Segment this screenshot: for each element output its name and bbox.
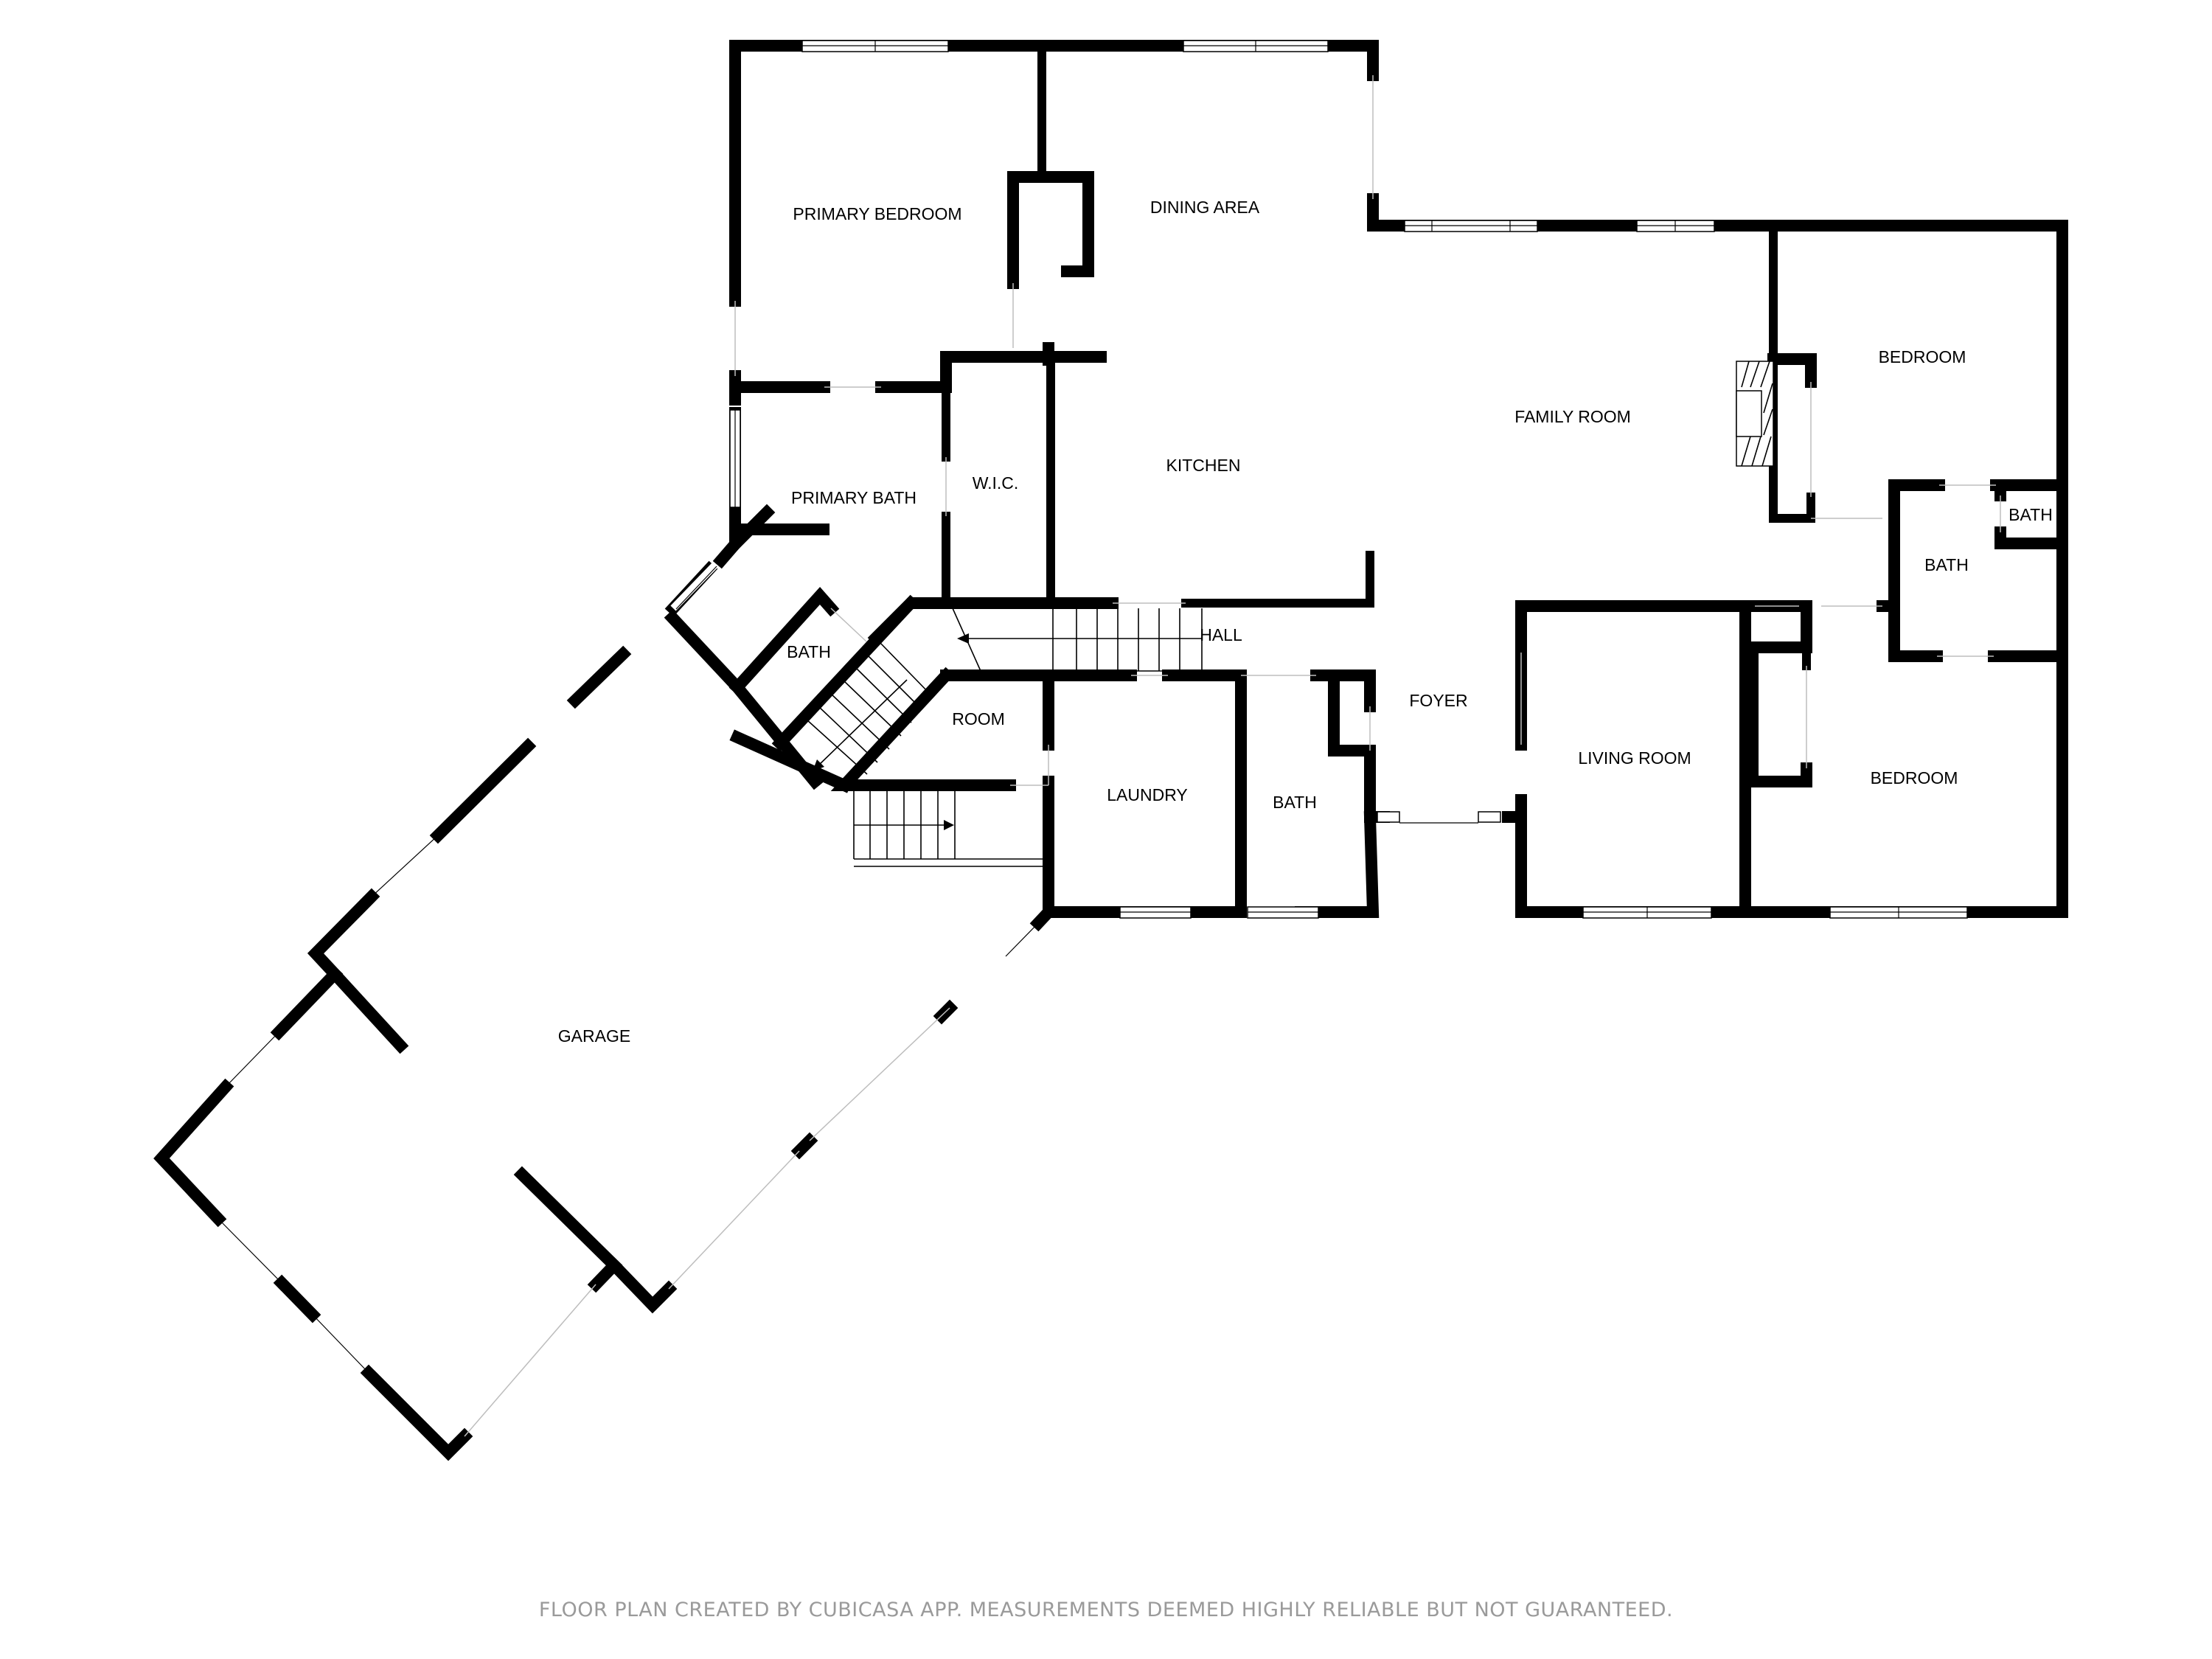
label-bath-ensuite-small: BATH xyxy=(2008,505,2053,524)
label-living-room: LIVING ROOM xyxy=(1578,748,1691,768)
label-primary-bath: PRIMARY BATH xyxy=(791,488,917,507)
footer-disclaimer: FLOOR PLAN CREATED BY CUBICASA APP. MEAS… xyxy=(538,1599,1674,1621)
windows xyxy=(218,40,1968,1374)
garage-walls xyxy=(153,535,1057,1461)
label-hall: HALL xyxy=(1200,625,1242,644)
fireplace-icon xyxy=(1736,361,1774,467)
stairs-main xyxy=(952,608,1203,672)
stairs-diagonal xyxy=(806,641,933,775)
label-primary-bedroom: PRIMARY BEDROOM xyxy=(793,204,961,223)
label-kitchen: KITCHEN xyxy=(1166,456,1241,475)
label-family-room: FAMILY ROOM xyxy=(1514,407,1631,426)
label-bedroom-2: BEDROOM xyxy=(1871,768,1958,787)
label-bedroom-1: BEDROOM xyxy=(1879,347,1966,366)
stairs-lower xyxy=(853,790,1048,867)
label-room: ROOM xyxy=(952,709,1005,728)
walls xyxy=(664,40,2068,918)
label-wic: W.I.C. xyxy=(973,473,1019,493)
label-bath-hall: BATH xyxy=(1273,793,1317,812)
label-bath-stair: BATH xyxy=(787,642,831,661)
label-bath-ensuite: BATH xyxy=(1924,555,1969,574)
door-openings xyxy=(464,75,2001,1437)
label-dining-area: DINING AREA xyxy=(1150,198,1260,217)
label-foyer: FOYER xyxy=(1409,691,1467,710)
label-laundry: LAUNDRY xyxy=(1107,785,1188,804)
label-garage: GARAGE xyxy=(558,1026,630,1046)
room-labels: PRIMARY BEDROOM DINING AREA FAMILY ROOM … xyxy=(558,198,2053,1046)
